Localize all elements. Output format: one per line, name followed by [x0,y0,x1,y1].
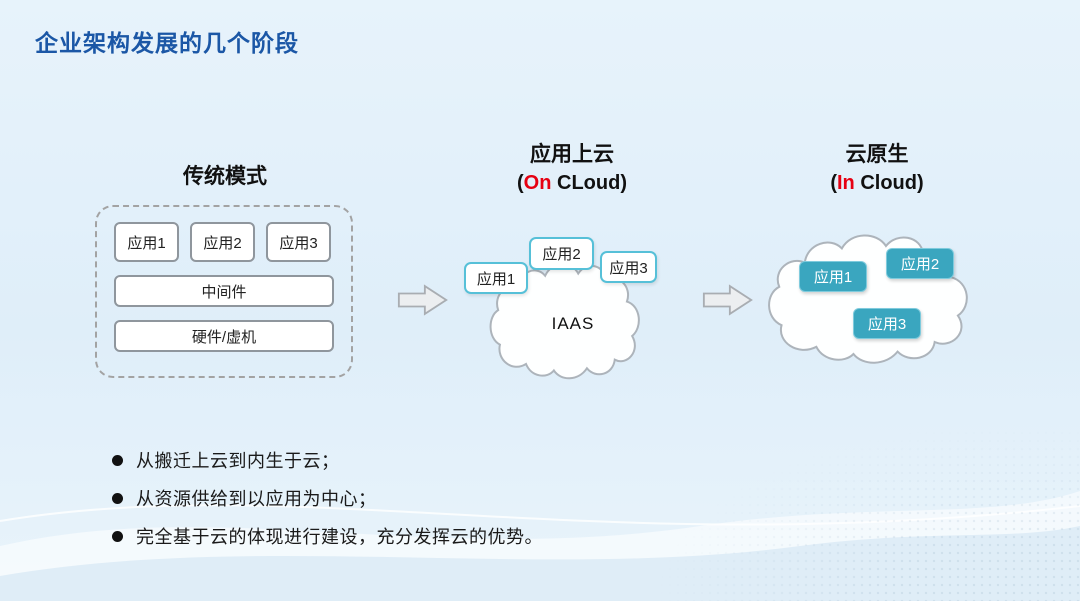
on-cloud-app3-chip: 应用3 [600,251,657,283]
in-cloud-stage-header: 云原生 (In Cloud) [788,138,966,195]
bullet-item: 从资源供给到以应用为中心； [112,485,543,511]
hardware-vm-box: 硬件/虚机 [114,320,334,352]
bullet-item: 从搬迁上云到内生于云； [112,447,543,473]
subtitle-open-paren: ( [517,172,524,194]
cloud-native-cloud-shape [763,222,995,378]
traditional-architecture-box: 应用1 应用2 应用3 中间件 硬件/虚机 [95,205,353,378]
on-cloud-stage-header: 应用上云 (On CLoud) [482,138,662,195]
subtitle-rest: CLoud) [551,172,627,194]
in-cloud-stage-subtitle: (In Cloud) [788,172,966,195]
in-cloud-stage-title: 云原生 [845,143,909,166]
traditional-app1-box: 应用1 [114,222,179,262]
on-cloud-app1-chip: 应用1 [464,262,528,294]
bullet-dot [112,492,123,504]
bottom-wave-decoration [0,491,1080,601]
bullet-list: 从搬迁上云到内生于云； 从资源供给到以应用为中心； 完全基于云的体现进行建设，充… [112,447,543,561]
arrow-right-icon [397,284,448,316]
middleware-box: 中间件 [114,275,334,307]
on-cloud-app2-chip: 应用2 [529,237,594,270]
bullet-text: 从搬迁上云到内生于云； [136,451,340,471]
in-cloud-app3-chip: 应用3 [853,308,921,339]
bullet-text: 从资源供给到以应用为中心； [136,489,377,509]
bullet-dot [112,454,123,466]
traditional-stage-header: 传统模式 [140,160,310,190]
in-cloud-app2-chip: 应用2 [886,248,954,279]
on-cloud-stage-title: 应用上云 [530,143,614,166]
traditional-app2-box: 应用2 [190,222,255,262]
subtitle-rest: Cloud) [854,172,924,194]
subtitle-highlight-word: In [837,172,855,194]
bullet-item: 完全基于云的体现进行建设，充分发挥云的优势。 [112,523,543,549]
subtitle-open-paren: ( [830,172,837,194]
subtitle-highlight-word: On [523,172,552,194]
bullet-text: 完全基于云的体现进行建设，充分发挥云的优势。 [136,527,543,547]
traditional-app-row: 应用1 应用2 应用3 [114,222,334,262]
on-cloud-stage-subtitle: (On CLoud) [482,172,662,195]
iaas-label: IAAS [551,314,595,333]
traditional-stage-title: 传统模式 [183,165,267,188]
dot-texture-decoration [650,421,1080,601]
bullet-dot [112,530,123,542]
in-cloud-app1-chip: 应用1 [799,261,867,292]
page-title: 企业架构发展的几个阶段 [35,30,299,56]
traditional-app3-box: 应用3 [266,222,331,262]
arrow-right-icon [702,284,753,316]
